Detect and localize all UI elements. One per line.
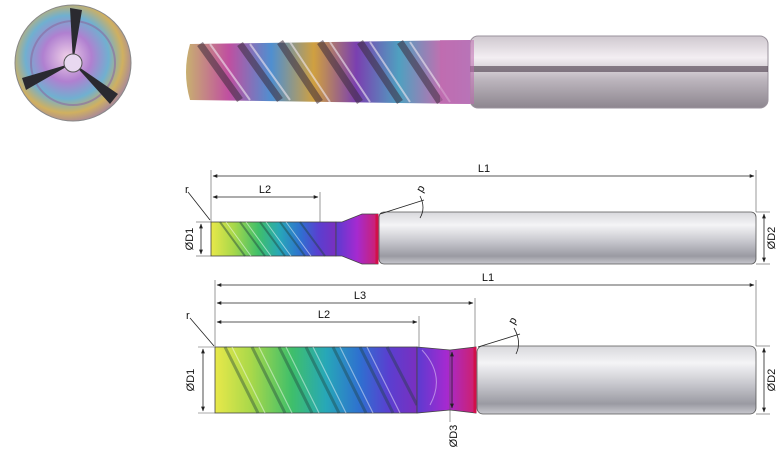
side-view-photo	[186, 35, 769, 109]
tool-2-label-L2: L2	[318, 309, 330, 321]
tool-1-drawing: L1 L2 r p ØD1 ØD2	[184, 163, 778, 265]
tool-2-label-D1: ØD1	[185, 369, 197, 392]
tool-2-label-L3: L3	[354, 290, 366, 302]
tool-2-shank	[476, 345, 757, 415]
tool-2-label-D3: ØD3	[448, 425, 460, 448]
tool-1-flute	[210, 221, 337, 257]
end-view-photo	[14, 4, 132, 122]
tool-2-label-D2: ØD2	[766, 369, 778, 392]
tool-2-label-r: r	[186, 310, 190, 322]
tool-1-shank	[378, 211, 757, 265]
tool-1-label-p: p	[414, 183, 427, 194]
tool-1-label-D2: ØD2	[766, 227, 778, 250]
tool-1-neck	[335, 213, 379, 265]
tool-2-drawing: L1 L3 L2 r p ØD1 ØD2 ØD3	[185, 272, 778, 447]
tool-2-label-p: p	[506, 315, 519, 326]
tool-1-label-r: r	[185, 184, 189, 196]
tool-1-label-L1: L1	[478, 163, 490, 175]
tool-2-flute	[214, 346, 418, 414]
tool-2-label-L1: L1	[482, 272, 494, 284]
tool-1-label-L2: L2	[259, 184, 271, 196]
tool-2-neck	[416, 346, 477, 414]
tool-1-label-D1: ØD1	[184, 228, 196, 251]
